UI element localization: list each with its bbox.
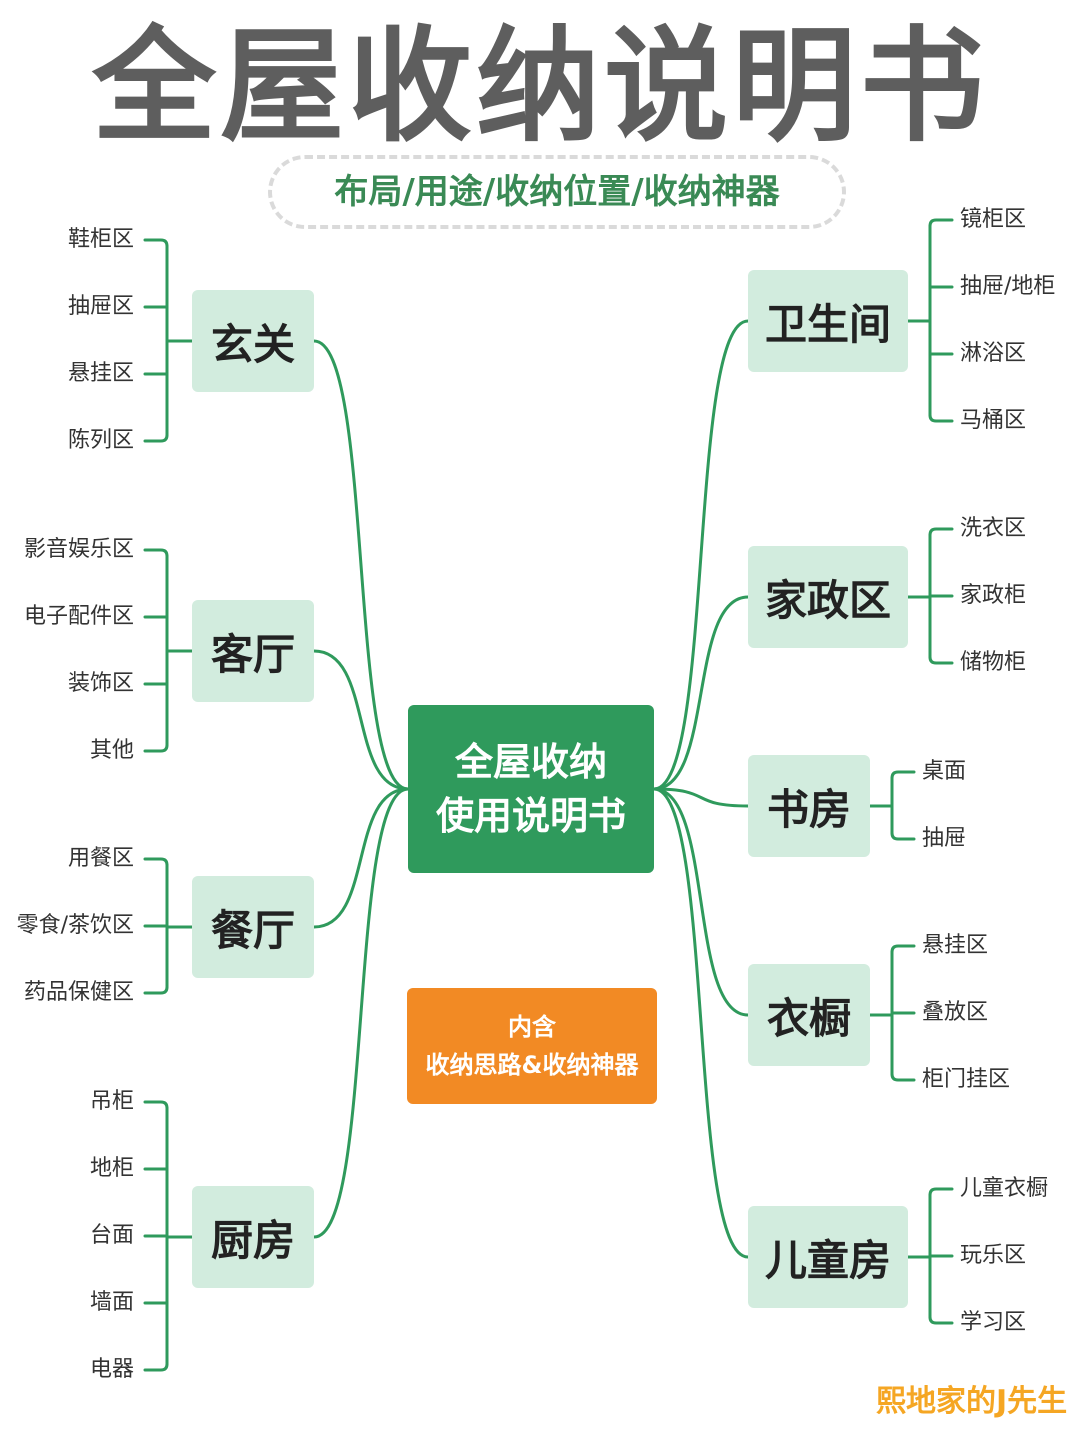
leaf-item: 地柜	[89, 1156, 134, 1181]
leaf-item: 玩乐区	[960, 1243, 1027, 1268]
branch-node[interactable]: 厨房	[192, 1186, 314, 1288]
leaf-item: 悬挂区	[67, 361, 134, 386]
leaf-item: 装饰区	[67, 671, 134, 696]
leaf-item: 镜柜区	[960, 207, 1027, 232]
connector-line	[143, 985, 169, 995]
note-box: 内含 收纳思路&收纳神器	[407, 988, 657, 1104]
branch-node[interactable]: 衣橱	[748, 964, 870, 1066]
leaf-item: 淋浴区	[960, 341, 1027, 366]
connector-line	[928, 218, 954, 228]
leaf-item: 马桶区	[960, 408, 1027, 433]
branch-node[interactable]: 客厅	[192, 600, 314, 702]
connector-line	[312, 649, 410, 791]
branch-node[interactable]: 儿童房	[748, 1206, 908, 1308]
branch-node[interactable]: 家政区	[748, 546, 908, 648]
center-line-2: 使用说明书	[435, 794, 626, 838]
leaf-item: 其他	[89, 738, 134, 763]
leaf-item: 鞋柜区	[67, 227, 134, 252]
leaf-item: 药品保健区	[23, 980, 134, 1005]
leaf-item: 墙面	[89, 1290, 134, 1315]
leaf-item: 学习区	[960, 1310, 1027, 1335]
leaf-item: 零食/茶饮区	[16, 913, 134, 938]
center-line-1: 全屋收纳	[454, 740, 607, 784]
leaf-item: 影音娱乐区	[23, 537, 134, 562]
author-signature: 熙地家的J先生	[876, 1384, 1068, 1419]
connector-line	[652, 595, 750, 791]
leaf-item: 柜门挂区	[922, 1067, 1011, 1092]
branch-node[interactable]: 卫生间	[748, 270, 908, 372]
connector-line	[312, 339, 410, 791]
leaf-item: 抽屉	[922, 826, 967, 851]
branch-node[interactable]: 餐厅	[192, 876, 314, 978]
connector-line	[143, 1100, 169, 1110]
leaf-item: 陈列区	[67, 428, 134, 453]
leaf-item: 电子配件区	[23, 604, 134, 629]
leaf-item: 抽屉区	[67, 294, 134, 319]
connector-line	[143, 433, 169, 443]
connector-line	[652, 787, 750, 1017]
connector-line	[312, 787, 410, 1239]
leaf-item: 洗衣区	[960, 516, 1027, 541]
connector-line	[652, 787, 750, 1259]
leaf-item: 电器	[89, 1357, 134, 1382]
branch-node[interactable]: 玄关	[192, 290, 314, 392]
connector-line	[652, 787, 750, 808]
connector-line	[143, 743, 169, 753]
leaf-item: 悬挂区	[922, 933, 989, 958]
leaf-item: 儿童衣橱	[960, 1176, 1049, 1201]
center-node[interactable]: 全屋收纳 使用说明书	[408, 705, 654, 873]
connector-line	[928, 527, 954, 537]
connector-line	[143, 857, 169, 867]
leaf-item: 桌面	[922, 759, 967, 784]
connector-line	[928, 1315, 954, 1325]
connector-line	[890, 944, 916, 954]
leaf-item: 家政柜	[960, 583, 1027, 608]
connector-line	[928, 655, 954, 665]
connector-line	[890, 770, 916, 780]
connector-line	[312, 787, 410, 929]
leaf-item: 抽屉/地柜	[960, 274, 1056, 299]
subtitle-badge: 布局/用途/收纳位置/收纳神器	[268, 155, 846, 229]
connector-line	[890, 1072, 916, 1082]
connector-line	[928, 1187, 954, 1197]
connector-line	[652, 319, 750, 791]
connector-line	[890, 831, 916, 841]
page-title: 全屋收纳说明书	[91, 15, 988, 159]
connector-line	[928, 413, 954, 423]
leaf-item: 叠放区	[922, 1000, 989, 1025]
connector-line	[143, 1362, 169, 1372]
leaf-item: 吊柜	[89, 1089, 134, 1114]
note-line-1: 内含	[508, 1013, 556, 1041]
connector-line	[143, 238, 169, 248]
note-line-2: 收纳思路&收纳神器	[425, 1051, 639, 1079]
leaf-item: 储物柜	[960, 650, 1027, 675]
connector-line	[143, 548, 169, 558]
leaf-item: 用餐区	[67, 846, 134, 871]
branch-node[interactable]: 书房	[748, 755, 870, 857]
leaf-item: 台面	[89, 1223, 134, 1248]
